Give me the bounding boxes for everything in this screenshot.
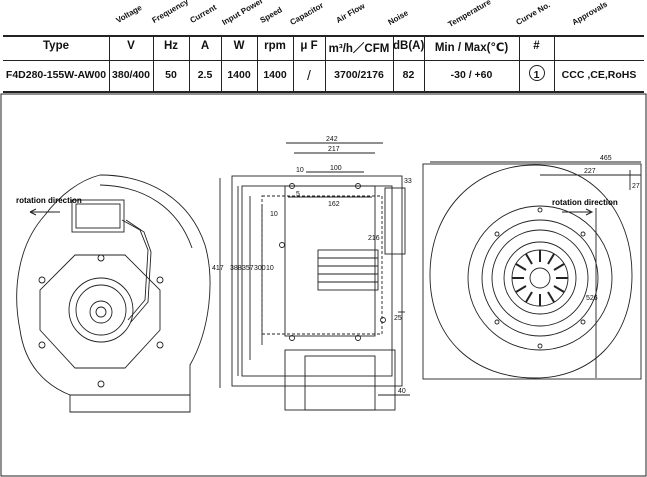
dim-216: 216 bbox=[368, 235, 380, 242]
unit-voltage: V bbox=[127, 40, 135, 52]
unit-power: W bbox=[233, 40, 245, 52]
row-airflow: 3700/2176 bbox=[334, 69, 384, 81]
row-frequency: 50 bbox=[165, 69, 177, 81]
dim-465: 465 bbox=[600, 155, 612, 162]
dim-388: 388 bbox=[230, 265, 242, 272]
row-speed: 1400 bbox=[263, 69, 287, 81]
dim-417: 417 bbox=[212, 265, 224, 272]
dim-33: 33 bbox=[404, 178, 412, 185]
dim-162: 162 bbox=[328, 201, 340, 208]
dim-526: 526 bbox=[586, 295, 598, 302]
unit-noise: dB(A) bbox=[393, 40, 425, 52]
row-approvals: CCC ,CE,RoHS bbox=[561, 69, 637, 81]
row-temperature: -30 / +60 bbox=[450, 69, 493, 81]
dim-10-mid: 10 bbox=[266, 265, 274, 272]
unit-capacitor: μ F bbox=[300, 40, 318, 52]
dim-357: 357 bbox=[242, 265, 254, 272]
dim-242: 242 bbox=[326, 136, 338, 143]
dim-217: 217 bbox=[328, 146, 340, 153]
rotation-label-right: rotation direction bbox=[552, 198, 618, 207]
unit-curve: # bbox=[533, 40, 540, 52]
unit-frequency: Hz bbox=[163, 40, 179, 52]
spec-table: Voltage Frequency Current Input Power Sp… bbox=[3, 0, 644, 94]
rotation-label-left: rotation direction bbox=[16, 196, 82, 205]
dim-40: 40 bbox=[398, 388, 406, 395]
row-power: 1400 bbox=[227, 69, 251, 81]
curve-circle-icon bbox=[529, 65, 545, 81]
dim-25: 25 bbox=[394, 315, 402, 322]
dim-5: 5 bbox=[296, 191, 300, 198]
row-voltage: 380/400 bbox=[112, 69, 150, 81]
dim-27: 27 bbox=[632, 183, 640, 190]
dim-300: 300 bbox=[254, 265, 266, 272]
unit-current: A bbox=[200, 40, 210, 52]
unit-speed: rpm bbox=[264, 40, 286, 52]
unit-temperature: Min / Max(℃) bbox=[434, 42, 509, 54]
dim-227: 227 bbox=[584, 168, 596, 175]
unit-type: Type bbox=[43, 40, 69, 52]
row-noise: 82 bbox=[402, 69, 415, 81]
dim-10-top: 10 bbox=[296, 167, 304, 174]
row-current: 2.5 bbox=[197, 69, 213, 81]
unit-airflow: m³/h／CFM bbox=[328, 43, 390, 55]
row-capacitor: / bbox=[307, 67, 311, 83]
dim-10-side: 10 bbox=[270, 211, 278, 218]
dim-100: 100 bbox=[330, 165, 342, 172]
row-type: F4D280-155W-AW00 bbox=[5, 69, 107, 81]
